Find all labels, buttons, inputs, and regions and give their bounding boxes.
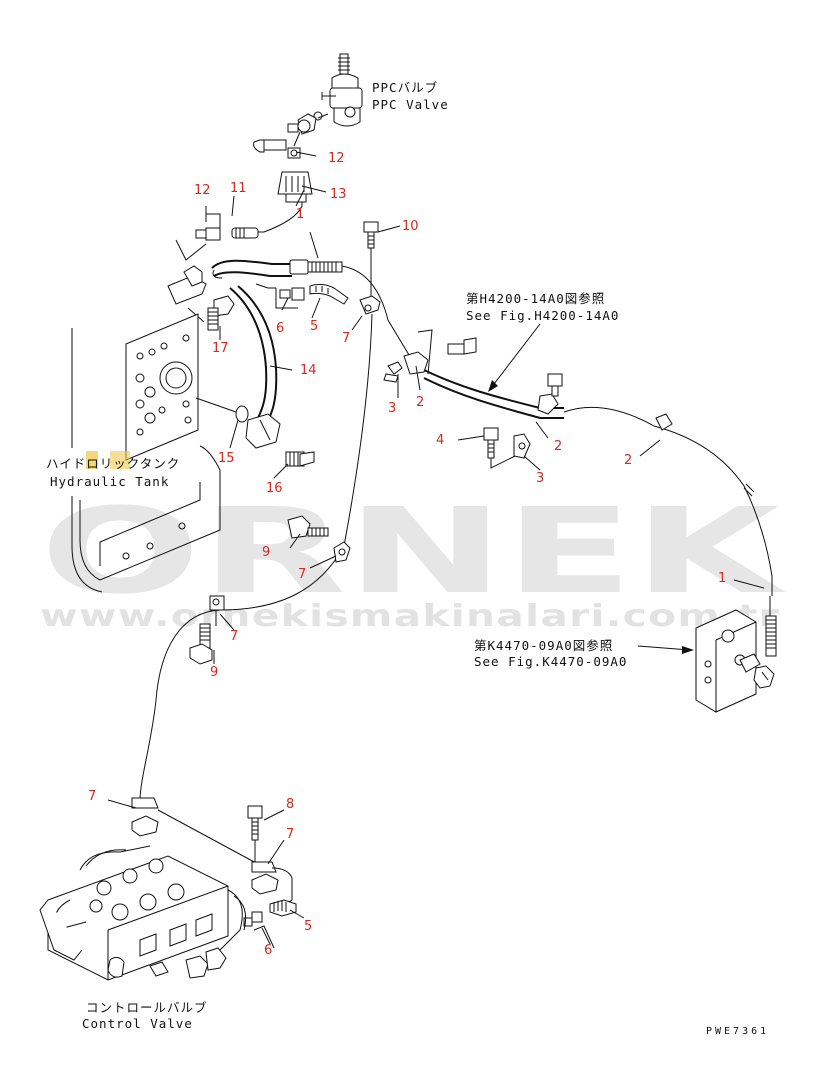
callout-8: 8 — [286, 797, 294, 812]
drawing-code: PWE7361 — [706, 1026, 769, 1037]
tank-label-highlight — [110, 451, 130, 469]
upper-fittings-5-6 — [255, 283, 349, 309]
h4200-reference-en: See Fig.H4200-14A0 — [466, 308, 619, 323]
callout-16: 16 — [266, 481, 283, 496]
callout-4: 4 — [436, 433, 444, 448]
clamp-7-bottom — [251, 861, 293, 911]
callout-numbers: 12 13 1 12 11 10 6 5 7 17 14 15 16 3 2 4… — [88, 151, 726, 958]
bolt-9-lower — [189, 623, 213, 665]
callout-6: 6 — [276, 321, 284, 336]
control-valve-label-jp: コントロールバルブ — [86, 1000, 208, 1015]
callout-7: 7 — [88, 789, 96, 804]
watermark-brand: ORNEK — [40, 482, 787, 620]
callout-7: 7 — [298, 567, 306, 582]
hydraulic-tank — [71, 313, 221, 593]
callout-12: 12 — [194, 183, 211, 198]
ppc-valve-label-en: PPC Valve — [372, 97, 449, 112]
bolt-8 — [247, 805, 263, 864]
control-valve — [39, 845, 247, 981]
ppc-valve-label-jp: PPCバルブ — [372, 80, 438, 95]
clamp-7-left — [209, 595, 225, 626]
ppc-fittings — [253, 113, 317, 159]
callout-9: 9 — [262, 545, 270, 560]
h4200-reference-jp: 第H4200-14A0図参照 — [466, 291, 605, 306]
watermark-url: www.ornekismakinalari.com.tr — [40, 599, 780, 634]
callout-15: 15 — [218, 451, 235, 466]
clamp-7-middle — [333, 541, 351, 563]
pilot-hose — [139, 313, 373, 801]
callout-7: 7 — [230, 629, 238, 644]
callout-1: 1 — [296, 207, 304, 222]
bolt-10 — [363, 221, 379, 300]
clamp-7-lower — [131, 797, 259, 865]
callout-2: 2 — [624, 453, 632, 468]
callout-11: 11 — [230, 181, 247, 196]
callout-5: 5 — [304, 919, 312, 934]
clamp-7-upper — [359, 295, 381, 315]
bolt-4 — [483, 427, 516, 469]
callout-2: 2 — [416, 395, 424, 410]
callout-5: 5 — [310, 319, 318, 334]
callout-12: 12 — [328, 151, 345, 166]
callout-1: 1 — [718, 571, 726, 586]
bolt-16 — [285, 451, 315, 467]
callout-17: 17 — [212, 341, 229, 356]
watermark: ORNEK www.ornekismakinalari.com.tr — [40, 482, 787, 634]
part-13-sleeve — [252, 171, 313, 233]
ppc-valve — [313, 53, 363, 127]
callout-3: 3 — [388, 401, 396, 416]
callout-2: 2 — [554, 439, 562, 454]
tank-label-highlight — [86, 451, 98, 469]
callout-13: 13 — [330, 187, 347, 202]
callout-7: 7 — [342, 331, 350, 346]
hydraulic-tank-label-jp: ハイドロリックタンク — [46, 456, 180, 471]
control-valve-label-en: Control Valve — [82, 1016, 193, 1031]
clip-3 — [513, 433, 531, 459]
pipe-14 — [229, 285, 281, 449]
callout-7: 7 — [286, 827, 294, 842]
leader-lines — [107, 151, 765, 945]
hydraulic-tank-label-en: Hydraulic Tank — [50, 474, 169, 489]
k4470-reference-en: See Fig.K4470-09A0 — [474, 654, 627, 669]
callout-10: 10 — [402, 219, 419, 234]
k4470-block — [637, 596, 777, 713]
part-11-hose — [195, 213, 259, 241]
lower-fittings-5-6 — [243, 899, 297, 949]
callout-6: 6 — [264, 943, 272, 958]
upper-bracket — [167, 231, 419, 371]
k4470-reference-jp: 第K4470-09A0図参照 — [474, 638, 613, 653]
bolt-9-middle — [287, 515, 329, 539]
callout-14: 14 — [300, 363, 317, 378]
callout-3: 3 — [536, 471, 544, 486]
text-labels: PPCバルブ PPC Valve ハイドロリックタンク Hydraulic Ta… — [46, 80, 769, 1037]
h4200-reference-arrow — [488, 323, 541, 392]
h4200-assembly — [383, 329, 773, 596]
oring-15 — [195, 397, 249, 423]
callout-9: 9 — [210, 665, 218, 680]
